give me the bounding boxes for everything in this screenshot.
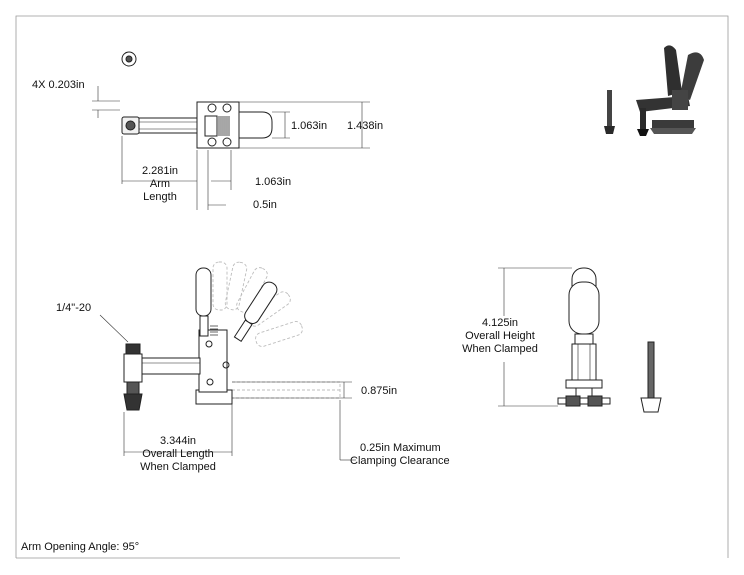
front-view	[498, 267, 662, 413]
clearance-line2: Clamping Clearance	[350, 455, 450, 467]
side-spring	[210, 325, 218, 336]
width-inner-label: 1.063in	[291, 120, 328, 132]
drawing-frame	[15, 15, 729, 559]
base-offset-label: 0.5in	[253, 199, 277, 211]
arm-length-line1: Arm	[149, 178, 171, 190]
arm-length-label: 2.281in Arm Length	[140, 165, 180, 204]
overall-height-line1: Overall Height	[465, 330, 535, 342]
nut-top-view	[121, 51, 137, 67]
clearance-label: 0.25in Maximum Clamping Clearance	[350, 442, 450, 468]
thread-label: 1/4"-20	[56, 302, 92, 314]
front-view-dimensions	[498, 267, 572, 407]
width-outer-label: 1.438in	[347, 120, 384, 132]
spring	[218, 116, 230, 136]
overall-length-label: 3.344in Overall Length When Clamped	[118, 435, 238, 474]
ghost-arm-positions	[212, 261, 341, 399]
overall-length-line2: When Clamped	[140, 461, 216, 473]
bolt	[640, 341, 662, 413]
top-view-dimensions	[92, 86, 370, 210]
overall-height-value: 4.125in	[481, 317, 519, 329]
clearance-line1: 0.25in Maximum	[360, 442, 441, 454]
overall-length-value: 3.344in	[159, 435, 197, 447]
holes-label: 4X 0.203in	[32, 79, 85, 91]
side-view-dimensions	[99, 314, 356, 461]
arm-length-line2: Length	[143, 191, 177, 203]
side-view	[99, 261, 356, 461]
overall-length-line1: Overall Length	[142, 448, 214, 460]
top-view	[92, 51, 370, 210]
isometric-view	[604, 45, 704, 136]
base-length-label: 1.063in	[255, 176, 292, 188]
arm-length-value: 2.281in	[141, 165, 179, 177]
arm-opening-angle-note: Arm Opening Angle: 95°	[21, 541, 140, 553]
height-clamped-label: 0.875in	[361, 385, 398, 397]
overall-height-label: 4.125in Overall Height When Clamped	[450, 317, 550, 356]
overall-height-line2: When Clamped	[462, 343, 538, 355]
